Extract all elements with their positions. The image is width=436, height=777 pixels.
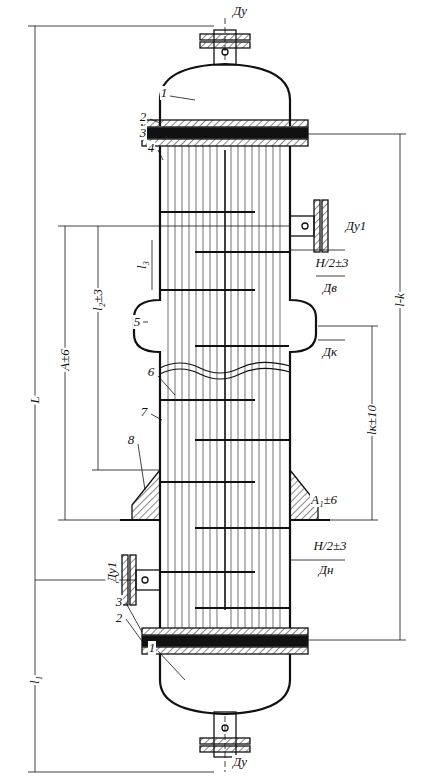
tube-line bbox=[252, 146, 253, 628]
tube-line bbox=[238, 146, 239, 628]
dimension-label: Ду bbox=[232, 4, 248, 18]
baffle-plate bbox=[195, 345, 289, 347]
callout-number: 5 bbox=[133, 315, 142, 329]
dimension-label: L bbox=[28, 395, 42, 404]
dimension-label: Ду1 bbox=[345, 219, 368, 233]
dimension-label: H/2±3 bbox=[312, 539, 347, 553]
dimension-label: A±6 bbox=[58, 348, 72, 372]
dimension-label: Ду1 bbox=[105, 561, 119, 584]
dimension-label: Ду bbox=[232, 755, 248, 769]
tube-line bbox=[217, 146, 218, 628]
dimension-label: l₂±3 bbox=[91, 288, 105, 312]
callout-number: 2 bbox=[115, 611, 124, 625]
tube-line bbox=[231, 146, 232, 628]
baffle-plate bbox=[161, 399, 255, 401]
dimension-label: A₁±6 bbox=[310, 493, 338, 507]
baffle-plate bbox=[195, 607, 289, 609]
dimension-label: H/2±3 bbox=[314, 256, 349, 270]
callout-number: 2 bbox=[139, 110, 148, 124]
baffle-plate bbox=[195, 251, 289, 253]
baffle-plate bbox=[161, 481, 255, 483]
baffle-plate bbox=[161, 571, 255, 573]
dimension-label: Дк bbox=[322, 345, 338, 359]
tube-line bbox=[189, 146, 190, 628]
tube-line bbox=[203, 146, 204, 628]
baffle-plate bbox=[161, 289, 255, 291]
callout-number: 6 bbox=[147, 365, 156, 379]
callout-number: 1 bbox=[160, 86, 169, 100]
tube-line bbox=[182, 146, 183, 628]
baffle-plate bbox=[161, 211, 255, 213]
dimension-label: l₃ bbox=[135, 260, 149, 270]
tube-line bbox=[259, 146, 260, 628]
tube-line bbox=[196, 146, 197, 628]
callout-number: 1 bbox=[148, 641, 157, 655]
callout-number: 3 bbox=[115, 595, 124, 609]
tube-line bbox=[175, 146, 176, 628]
tube-line bbox=[245, 146, 246, 628]
tube-line bbox=[280, 146, 281, 628]
tube-line bbox=[210, 146, 211, 628]
callout-number: 4 bbox=[147, 141, 156, 155]
tube-line bbox=[273, 146, 274, 628]
dimension-label: Дв bbox=[322, 281, 338, 295]
callout-number: 7 bbox=[140, 405, 149, 419]
callout-number: 8 bbox=[127, 433, 136, 447]
tube-line bbox=[266, 146, 267, 628]
dimension-label: Дн bbox=[318, 563, 335, 577]
dimension-label: lк±10 bbox=[365, 404, 379, 436]
baffle-plate bbox=[195, 439, 289, 441]
dimension-label: l-k bbox=[393, 292, 407, 308]
baffle-plate bbox=[195, 527, 289, 529]
dimension-label: l₁ bbox=[28, 675, 42, 685]
callout-number: 3 bbox=[139, 126, 148, 140]
